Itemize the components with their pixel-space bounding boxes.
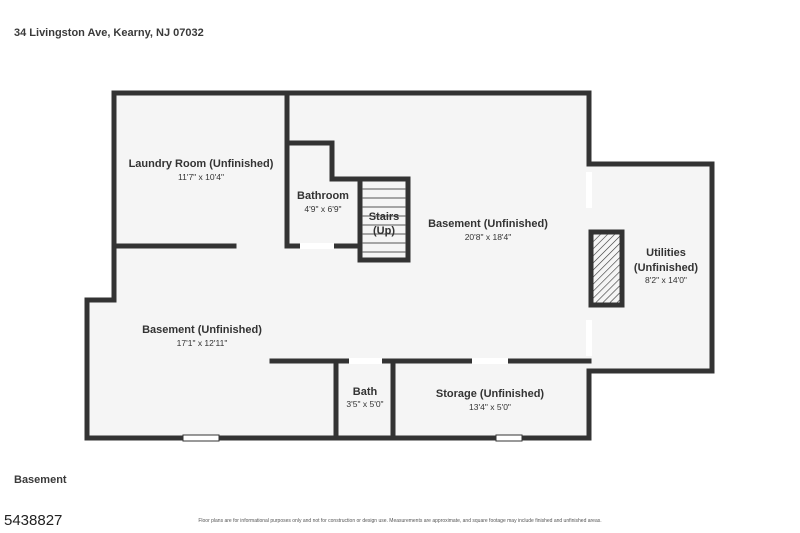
bathroom-east-wall [284, 140, 363, 263]
floor-fill [87, 93, 712, 438]
window-west [182, 434, 220, 442]
stairs-direction: (Up) [373, 225, 395, 237]
basement-main-dim: 20'8" x 18'4" [465, 232, 512, 242]
stairs-walls [357, 176, 411, 263]
bath-door-opening [349, 358, 382, 364]
bathroom-dim: 4'9" x 6'9" [304, 204, 341, 214]
room-labels: Laundry Room (Unfinished) 11'7" x 10'4" … [129, 158, 699, 412]
stairs-name: Stairs [369, 211, 400, 223]
laundry-room-name: Laundry Room (Unfinished) [129, 158, 274, 170]
utilities-name-2: (Unfinished) [634, 262, 698, 274]
storage-name: Storage (Unfinished) [436, 388, 545, 400]
stair-treads [362, 188, 406, 253]
utilities-opening-south [586, 320, 592, 356]
storage-door-opening [472, 358, 508, 364]
floor-level-label: Basement [14, 474, 67, 486]
basement-main-name: Basement (Unfinished) [428, 218, 548, 230]
bathroom-name: Bathroom [297, 190, 349, 202]
utilities-name: Utilities [646, 247, 686, 259]
utilities-wall [586, 161, 715, 374]
utilities-opening-north [586, 172, 592, 208]
listing-id: 5438827 [4, 512, 63, 529]
property-address: 34 Livingston Ave, Kearny, NJ 07032 [14, 27, 204, 39]
basement-west-dim: 17'1" x 12'11" [177, 338, 228, 348]
bath-name: Bath [353, 386, 378, 398]
disclaimer-text: Floor plans are for informational purpos… [198, 518, 602, 524]
bath-dim: 3'5" x 5'0" [346, 399, 383, 409]
laundry-room-dim: 11'7" x 10'4" [178, 172, 224, 182]
basement-west-name: Basement (Unfinished) [142, 324, 262, 336]
chimney-block [588, 229, 625, 308]
windows [182, 434, 523, 442]
utilities-dim: 8'2" x 14'0" [645, 275, 687, 285]
window-storage [495, 434, 523, 442]
bathroom-door-opening [300, 243, 334, 249]
storage-dim: 13'4" x 5'0" [469, 402, 511, 412]
openings [300, 172, 592, 364]
